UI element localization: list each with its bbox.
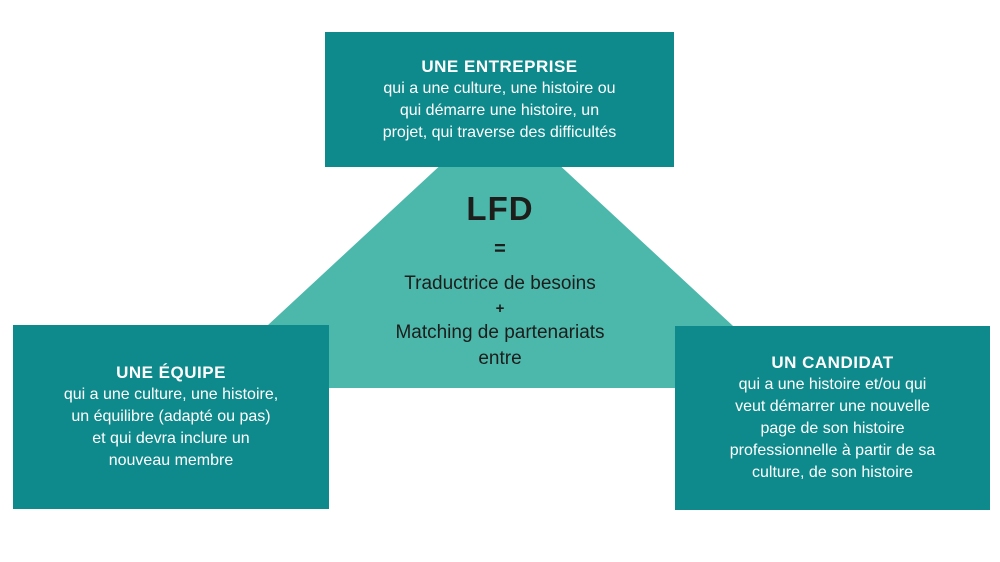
equals-sign: = (494, 238, 506, 260)
center-text-block: LFD = Traductrice de besoins + Matching … (300, 192, 700, 372)
equipe-title: UNE ÉQUIPE (116, 363, 226, 382)
lfd-title: LFD (466, 190, 534, 227)
equipe-body: qui a une culture, une histoire, un équi… (63, 386, 279, 469)
role-line-1: Traductrice de besoins (404, 273, 596, 294)
entreprise-box: UNE ENTREPRISE qui a une culture, une hi… (325, 32, 674, 167)
entreprise-title: UNE ENTREPRISE (421, 56, 578, 76)
entreprise-body: qui a une culture, une histoire ou qui d… (382, 79, 617, 141)
equipe-box: UNE ÉQUIPE qui a une culture, une histoi… (13, 325, 329, 509)
candidat-title: UN CANDIDAT (771, 353, 894, 372)
role-line-2: Matching de partenariats entre (395, 322, 605, 369)
candidat-box: UN CANDIDAT qui a une histoire et/ou qui… (675, 326, 990, 510)
plus-sign: + (495, 300, 505, 317)
candidat-body: qui a une histoire et/ou qui veut démarr… (729, 376, 936, 481)
